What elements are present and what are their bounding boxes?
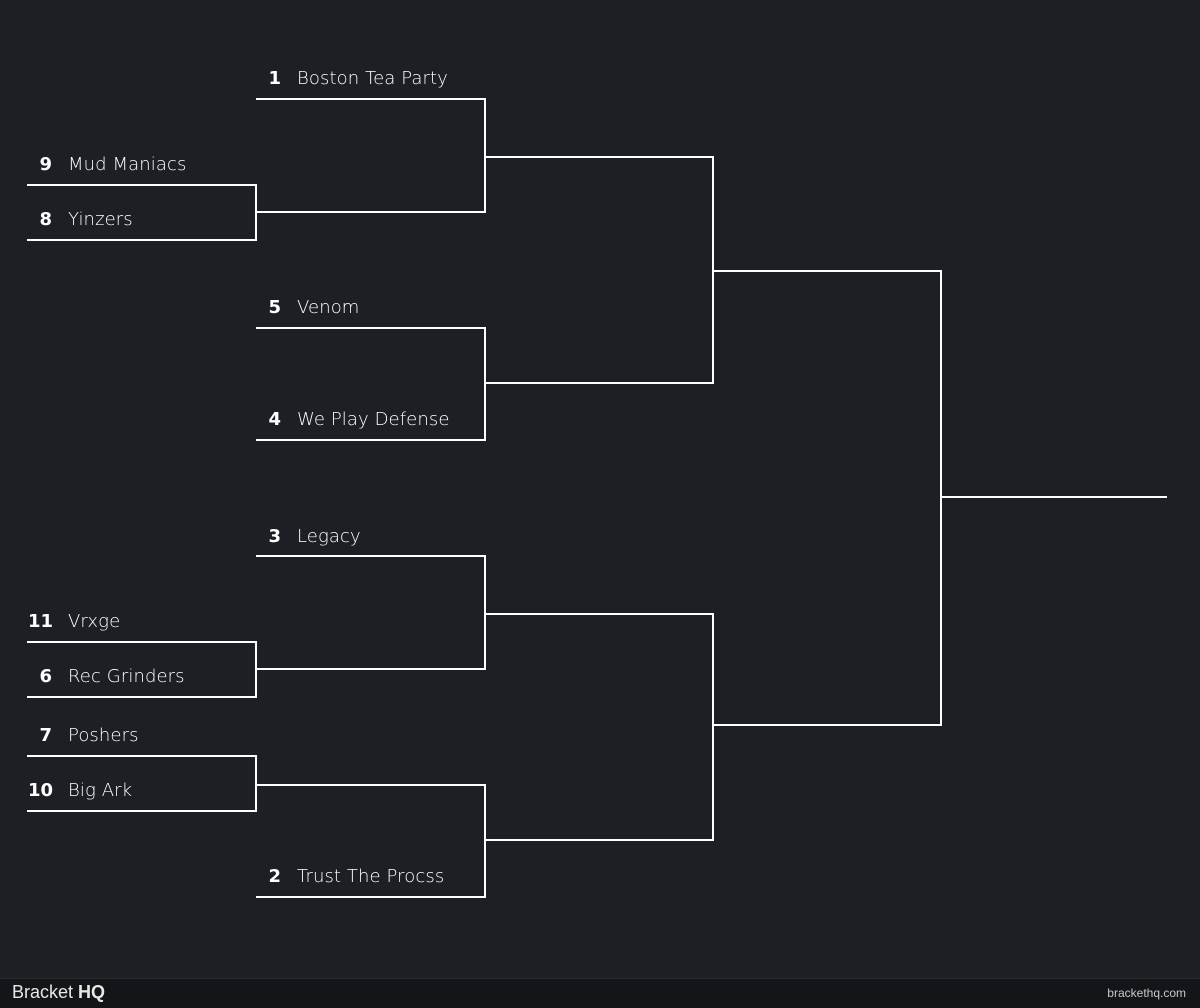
- seed-number: 3: [268, 526, 281, 547]
- seed-number: 5: [268, 297, 281, 318]
- seed-number: 7: [39, 725, 52, 746]
- footer-bar: Bracket HQ brackethq.com: [0, 978, 1200, 1008]
- seed-number: 11: [28, 611, 54, 632]
- team-poshers: 7 Poshers: [28, 722, 139, 750]
- site-link[interactable]: brackethq.com: [1107, 986, 1186, 1000]
- team-name[interactable]: Trust The Procss: [297, 866, 445, 887]
- team-name[interactable]: Boston Tea Party: [297, 68, 448, 89]
- team-big-ark: 10 Big Ark: [28, 777, 132, 805]
- brand-logo[interactable]: Bracket HQ: [12, 982, 105, 1003]
- team-name[interactable]: Yinzers: [68, 209, 133, 230]
- seed-number: 10: [28, 780, 54, 801]
- team-yinzers: 8 Yinzers: [28, 206, 133, 234]
- team-mud-maniacs: 9 Mud Maniacs: [28, 151, 186, 179]
- team-rec-grinders: 6 Rec Grinders: [28, 663, 185, 691]
- team-name[interactable]: We Play Defense: [297, 409, 450, 430]
- team-name[interactable]: Legacy: [297, 526, 361, 547]
- team-legacy: 3 Legacy: [257, 523, 361, 551]
- team-name[interactable]: Big Ark: [68, 780, 133, 801]
- team-boston-tea-party: 1 Boston Tea Party: [257, 65, 448, 93]
- team-name[interactable]: Mud Maniacs: [68, 154, 187, 175]
- team-trust-the-procss: 2 Trust The Procss: [257, 863, 444, 891]
- team-name[interactable]: Poshers: [68, 725, 139, 746]
- team-venom: 5 Venom: [257, 294, 359, 322]
- team-vrxge: 11 Vrxge: [28, 608, 120, 636]
- seed-number: 6: [39, 666, 52, 687]
- seed-number: 2: [268, 866, 281, 887]
- brand-text-bold: HQ: [78, 982, 106, 1002]
- team-name[interactable]: Vrxge: [68, 611, 121, 632]
- brand-text-light: Bracket: [12, 982, 79, 1002]
- seed-number: 1: [268, 68, 281, 89]
- team-name[interactable]: Venom: [297, 297, 360, 318]
- seed-number: 4: [268, 409, 281, 430]
- team-we-play-defense: 4 We Play Defense: [257, 406, 450, 434]
- seed-number: 9: [39, 154, 52, 175]
- team-name[interactable]: Rec Grinders: [68, 666, 185, 687]
- bracket-lines: [27, 98, 1167, 898]
- bracket-diagram: [27, 98, 1167, 898]
- seed-number: 8: [39, 209, 52, 230]
